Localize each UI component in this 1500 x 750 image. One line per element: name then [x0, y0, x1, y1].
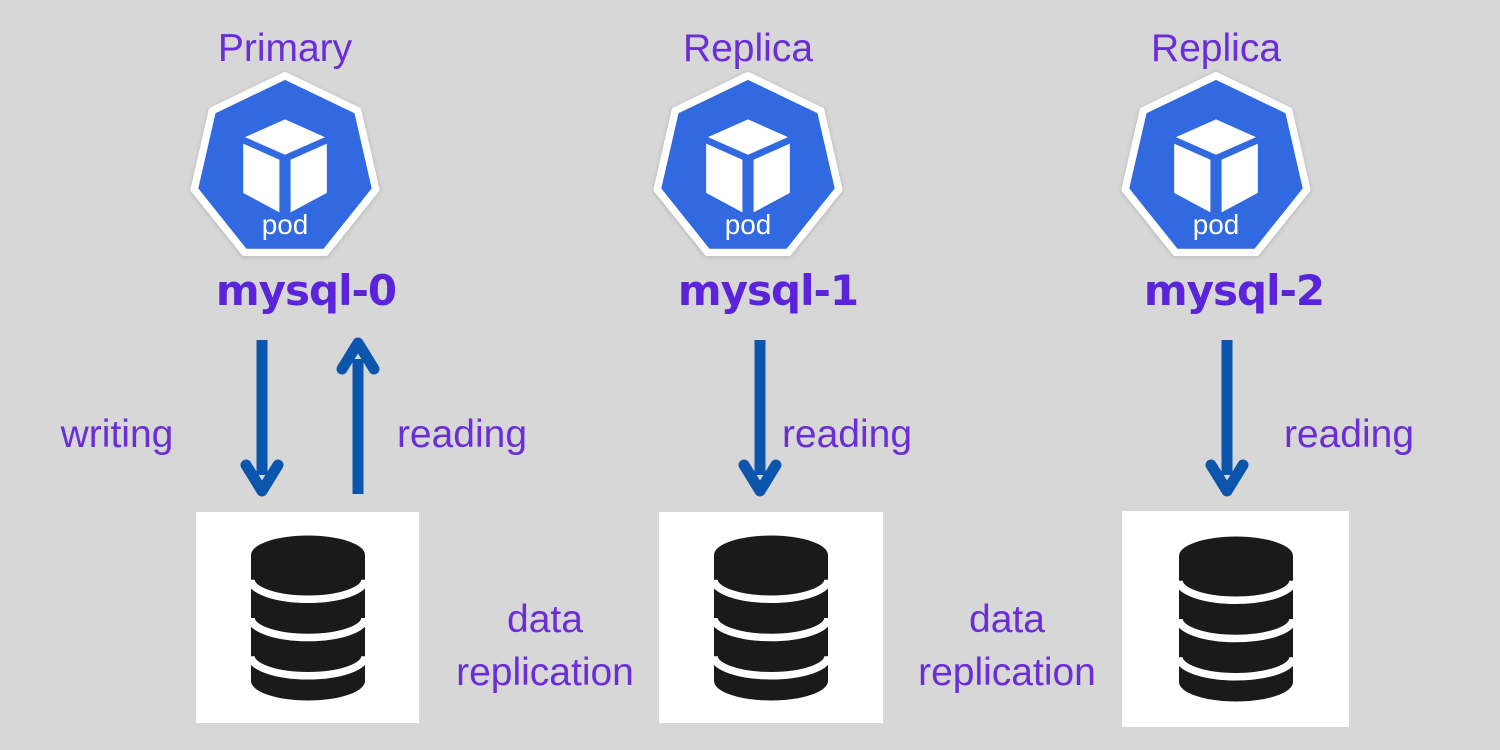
cube-icon: [706, 119, 790, 213]
cube-face-top: [1176, 119, 1256, 155]
heptagon-shape: [653, 72, 843, 257]
pod-label: pod: [1193, 209, 1240, 240]
reading-arrow-down-icon: [738, 340, 782, 497]
reading-arrow-up-icon: [336, 337, 380, 494]
data-replication-line1: data: [969, 598, 1045, 641]
pod-label: pod: [262, 209, 309, 240]
cube-face-left: [706, 143, 743, 213]
database-icon: [1174, 536, 1297, 702]
pod-name-label: mysql-1: [677, 266, 859, 315]
cube-face-right: [290, 143, 327, 213]
writing-arrow-down-icon: [240, 340, 284, 497]
database-card: [1122, 511, 1349, 727]
data-replication-label: data replication: [395, 593, 695, 699]
heptagon-shape: [1121, 72, 1311, 257]
data-replication-line2: replication: [918, 651, 1096, 694]
pod-name-label: mysql-0: [215, 266, 397, 315]
kubernetes-pod-icon: pod: [190, 72, 380, 257]
cube-icon: [1174, 119, 1258, 213]
heptagon-shape: [190, 72, 380, 257]
database-icon: [246, 535, 369, 700]
data-replication-label: data replication: [857, 593, 1157, 699]
role-label-replica-1: Replica: [682, 27, 814, 70]
data-replication-line2: replication: [456, 651, 634, 694]
reading-label: reading: [396, 413, 528, 456]
role-label-primary: Primary: [217, 27, 353, 70]
reading-arrow-down-icon: [1205, 340, 1249, 497]
reading-label: reading: [781, 413, 913, 456]
cube-face-top: [708, 119, 788, 155]
data-replication-line1: data: [507, 598, 583, 641]
cube-face-left: [1174, 143, 1211, 213]
writing-label: writing: [60, 413, 174, 456]
role-label-replica-2: Replica: [1150, 27, 1282, 70]
database-icon: [710, 535, 832, 700]
database-card: [196, 512, 419, 723]
cube-face-top: [245, 119, 325, 155]
pod-name-label: mysql-2: [1143, 266, 1325, 315]
cube-icon: [243, 119, 327, 213]
kubernetes-pod-icon: pod: [653, 72, 843, 257]
cube-face-right: [1221, 143, 1258, 213]
cube-face-right: [753, 143, 790, 213]
kubernetes-pod-icon: pod: [1121, 72, 1311, 257]
pod-label: pod: [725, 209, 772, 240]
database-card: [659, 512, 883, 723]
reading-label: reading: [1283, 413, 1415, 456]
cube-face-left: [243, 143, 280, 213]
